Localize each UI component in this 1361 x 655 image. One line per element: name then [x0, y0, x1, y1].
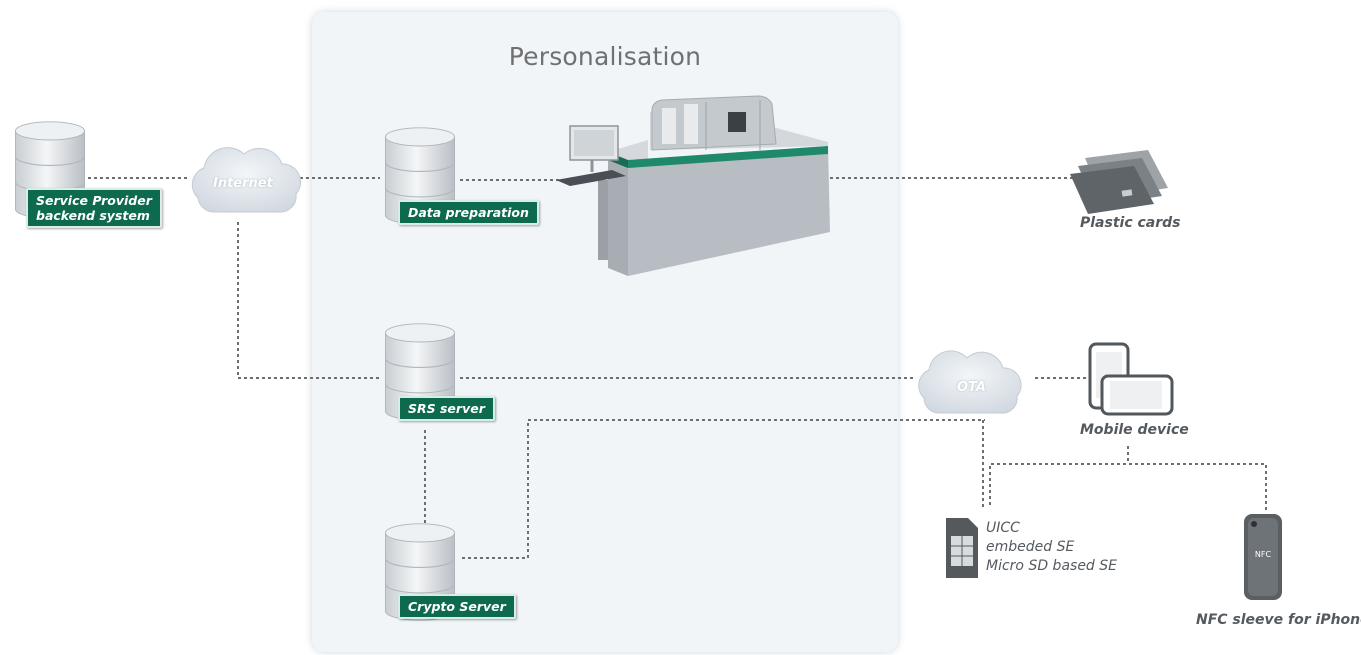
backend-badge: Service Provider backend system — [26, 188, 162, 228]
plastic-cards-icon — [1070, 150, 1168, 214]
srs-badge: SRS server — [398, 396, 495, 421]
internet-cloud-icon — [191, 147, 302, 213]
backend-label-line1: Service Provider — [36, 193, 152, 208]
nfc-sleeve-label: NFC sleeve for iPhone — [1196, 612, 1361, 628]
personalisation-machine-icon — [556, 95, 830, 276]
nfc-sleeve-badge: NFC — [1255, 550, 1272, 559]
connector-mobile-se — [989, 463, 1267, 510]
ota-label: OTA — [957, 380, 986, 395]
plastic-cards-label: Plastic cards — [1080, 215, 1181, 231]
connector-crypto-ota — [462, 419, 985, 559]
sim-card-icon — [946, 518, 978, 578]
se-item-uicc: UICC — [986, 520, 1020, 536]
mobile-device-icon — [1088, 342, 1174, 416]
secure-element-list: UICC embeded SE Micro SD based SE — [986, 519, 1117, 576]
connector-lines — [88, 177, 1267, 559]
se-item-microsd: Micro SD based SE — [986, 558, 1117, 574]
dataprep-badge: Data preparation — [398, 200, 539, 225]
crypto-badge: Crypto Server — [398, 594, 516, 619]
nfc-sleeve-icon: NFC — [1244, 514, 1282, 600]
mobile-device-label: Mobile device — [1080, 422, 1189, 438]
ota-cloud-icon — [918, 350, 1022, 414]
connector-internet-srs — [237, 222, 380, 379]
backend-label-line2: backend system — [36, 208, 150, 223]
panel-title: Personalisation — [508, 42, 702, 71]
se-item-embedded: embeded SE — [986, 539, 1075, 555]
internet-label: Internet — [213, 176, 273, 191]
